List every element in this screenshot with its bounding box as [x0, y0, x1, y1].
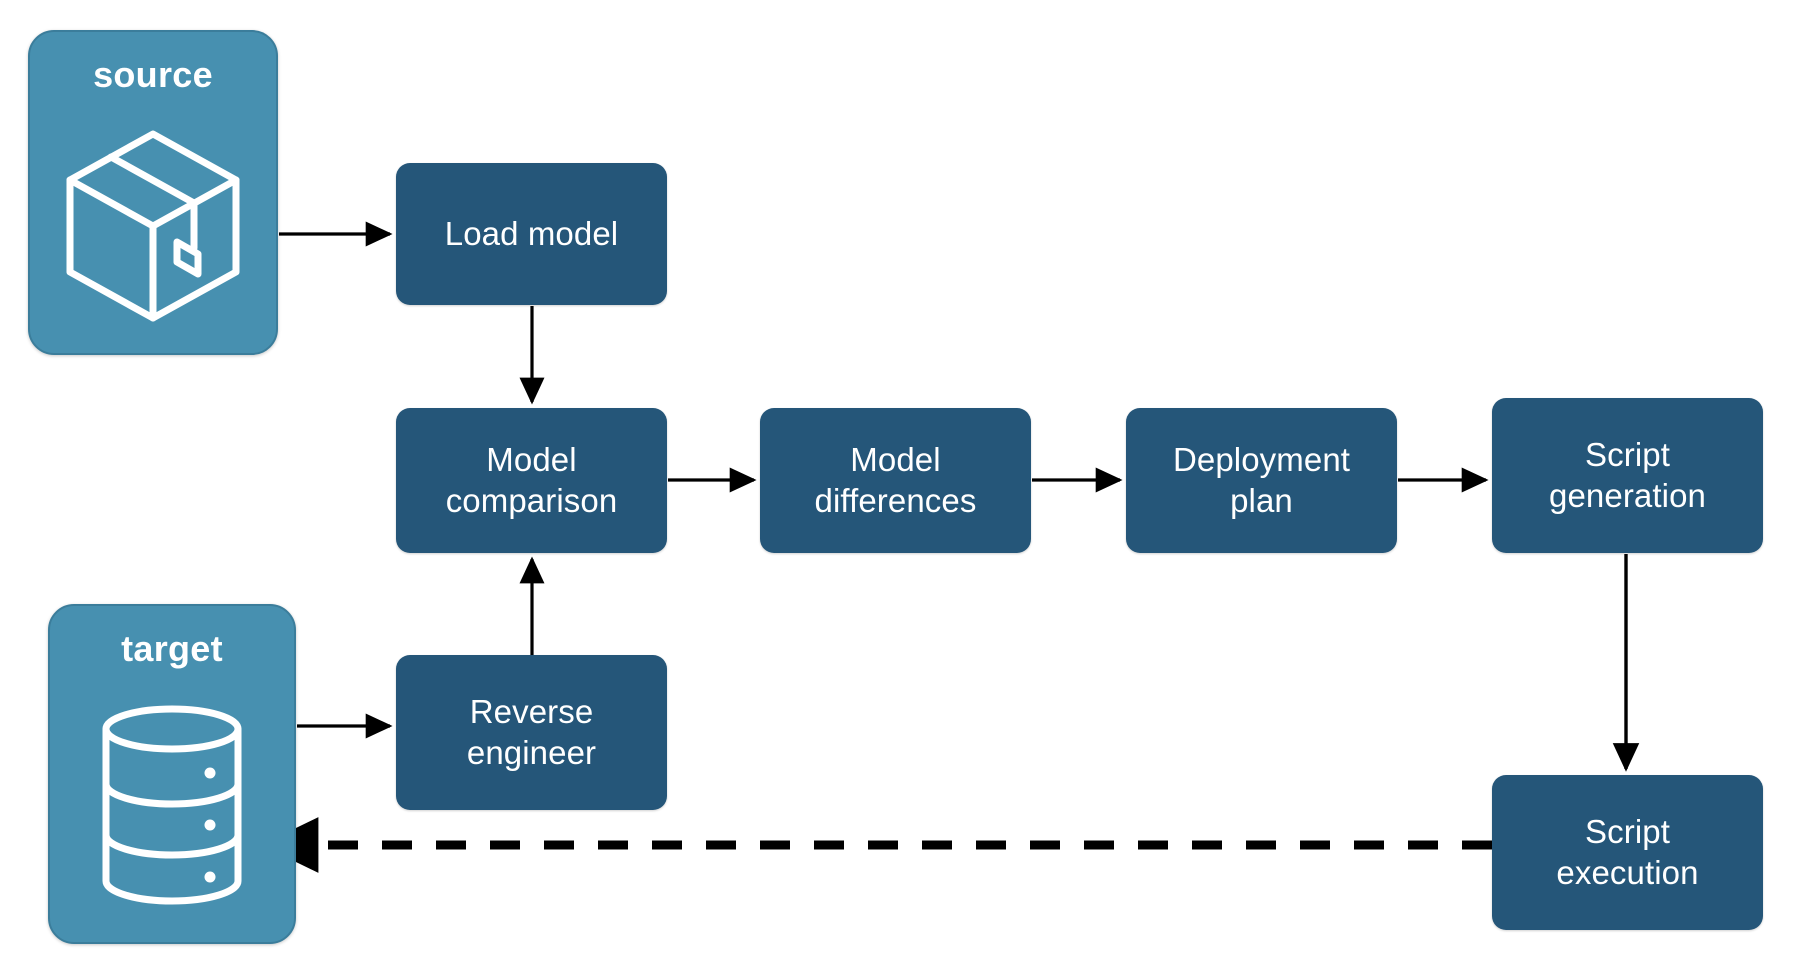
- process-node-load-model[interactable]: Load model: [396, 163, 667, 305]
- process-node-model-comparison[interactable]: Model comparison: [396, 408, 667, 553]
- endpoint-node-target[interactable]: target: [48, 604, 296, 944]
- process-node-script-execution[interactable]: Script execution: [1492, 775, 1763, 930]
- process-label-script-generation: Script generation: [1549, 436, 1706, 514]
- process-node-script-generation[interactable]: Script generation: [1492, 398, 1763, 553]
- process-label-model-comparison: Model comparison: [445, 441, 618, 519]
- process-label-load-model: Load model: [444, 214, 619, 252]
- process-node-reverse-engineer[interactable]: Reverse engineer: [396, 655, 667, 810]
- process-node-model-differences[interactable]: Model differences: [760, 408, 1031, 553]
- process-label-model-differences: Model differences: [814, 441, 977, 519]
- process-node-deployment-plan[interactable]: Deployment plan: [1126, 408, 1397, 553]
- package-box-icon: [30, 96, 276, 353]
- endpoint-node-source[interactable]: source: [28, 30, 278, 355]
- process-label-deployment-plan: Deployment plan: [1172, 441, 1351, 519]
- database-cylinder-icon: [50, 670, 294, 942]
- endpoint-target-label: target: [121, 628, 223, 669]
- process-label-script-execution: Script execution: [1556, 813, 1699, 891]
- endpoint-source-label: source: [93, 54, 213, 95]
- process-label-reverse-engineer: Reverse engineer: [466, 693, 597, 771]
